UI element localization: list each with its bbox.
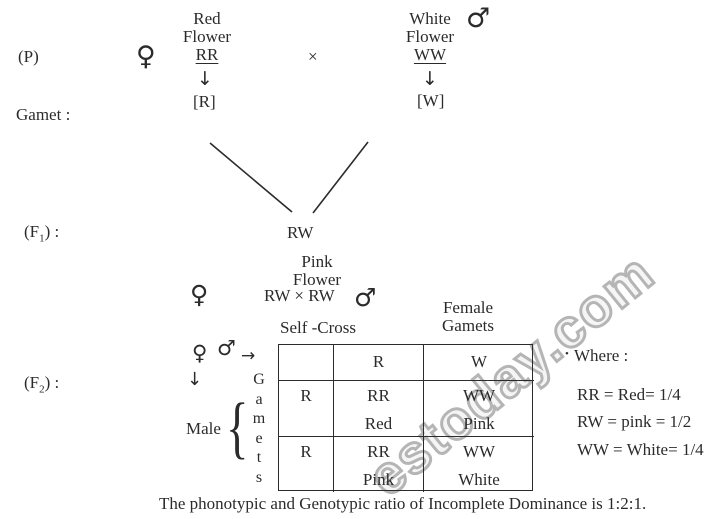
down-arrow-icon: ↓	[197, 68, 213, 90]
white-parent: White Flower WW	[392, 10, 468, 64]
cross-line-left	[209, 142, 293, 213]
cross-line-right	[312, 141, 369, 214]
punnett-cell-phenotype: Pink	[362, 470, 395, 489]
male-label: Male	[186, 419, 221, 438]
punnett-cell-genotype: RR	[367, 386, 390, 405]
self-cross-label: Self -Cross	[280, 318, 357, 337]
where-line: RR = Red= 1/4	[577, 385, 681, 404]
gamets-letter: m	[252, 410, 266, 427]
down-arrow-icon: ↓	[422, 68, 438, 90]
f1-label-suffix: ) :	[44, 222, 60, 241]
male-icon: ♂	[217, 336, 236, 360]
pink-flower-line1: Pink	[301, 252, 333, 271]
where-line: RW = pink = 1/2	[577, 412, 692, 431]
f2-label-suffix: ) :	[44, 373, 60, 392]
punnett-corner-cell	[279, 345, 334, 381]
gamete-w: [W]	[417, 91, 445, 110]
punnett-cell-genotype: WW	[462, 386, 496, 405]
female-icon: ♀	[190, 280, 209, 309]
punnett-col-header: R	[334, 345, 424, 381]
punnett-cell-genotype: RR	[367, 442, 390, 461]
gamets-vertical-label: G a m e t s	[250, 370, 268, 487]
brace-icon: {	[226, 391, 249, 467]
footer-conclusion: The phonotypic and Genotypic ratio of In…	[159, 494, 647, 513]
gamets-letter: a	[255, 390, 263, 408]
p-generation-label: (P)	[18, 47, 39, 66]
red-parent-line1: Red	[193, 9, 221, 28]
where-line: WW = White= 1/4	[577, 440, 704, 459]
gamets-letter: G	[253, 371, 265, 388]
white-parent-genotype: WW	[413, 45, 447, 64]
f2-generation-label: (F2) :	[24, 373, 60, 396]
red-parent-line2: Flower	[182, 27, 232, 46]
punnett-cell-phenotype: Red	[364, 414, 393, 433]
pink-flower-line2: Flower	[292, 270, 342, 289]
cross-symbol: ×	[308, 47, 318, 66]
f1-generation-label: (F1) :	[24, 222, 60, 245]
male-icon: ♂	[466, 3, 491, 34]
f2-label-sub: 2	[39, 383, 45, 396]
gamete-r: [R]	[193, 92, 216, 111]
female-icon: ♀	[136, 41, 156, 72]
punnett-square: R W R RR Red WW Pink R RR Pink WW White	[278, 344, 534, 492]
punnett-row-header: R	[279, 437, 334, 492]
bullet-dot-icon: •	[565, 348, 569, 360]
where-title: Where :	[574, 346, 629, 365]
punnett-row-header: R	[279, 381, 334, 437]
red-parent-genotype: RR	[195, 45, 219, 64]
right-arrow-icon: →	[241, 346, 256, 366]
pink-flower-label: Pink Flower	[282, 253, 352, 289]
punnett-cell-phenotype: Pink	[463, 414, 495, 433]
female-gametes-label: Female Gamets	[433, 299, 503, 335]
punnett-cell: RR Pink	[334, 437, 424, 492]
punnett-col-header: W	[424, 345, 534, 381]
punnett-cell: WW White	[424, 437, 534, 492]
punnett-cell: RR Red	[334, 381, 424, 437]
male-icon: ♂	[354, 283, 377, 312]
self-cross-genotypes: RW × RW	[264, 286, 335, 305]
female-icon: ♀	[192, 341, 208, 365]
f1-label-sub: 1	[39, 232, 45, 245]
f1-label-prefix: (F	[24, 222, 40, 241]
f2-label-prefix: (F	[24, 373, 40, 392]
female-gametes-line1: Female	[442, 298, 494, 317]
gamet-label: Gamet :	[16, 105, 71, 124]
f1-genotype: RW	[287, 223, 314, 242]
punnett-cell: WW Pink	[424, 381, 534, 437]
gamets-letter: s	[255, 468, 263, 486]
white-parent-line1: White	[409, 9, 451, 28]
punnett-cell-genotype: WW	[462, 442, 496, 461]
punnett-cell-phenotype: White	[458, 470, 500, 489]
white-parent-line2: Flower	[405, 27, 455, 46]
down-arrow-icon: ↓	[187, 369, 203, 390]
red-parent: Red Flower RR	[167, 10, 247, 64]
gamets-letter: t	[256, 449, 262, 466]
gamets-letter: e	[255, 429, 263, 447]
female-gametes-line2: Gamets	[442, 316, 494, 335]
